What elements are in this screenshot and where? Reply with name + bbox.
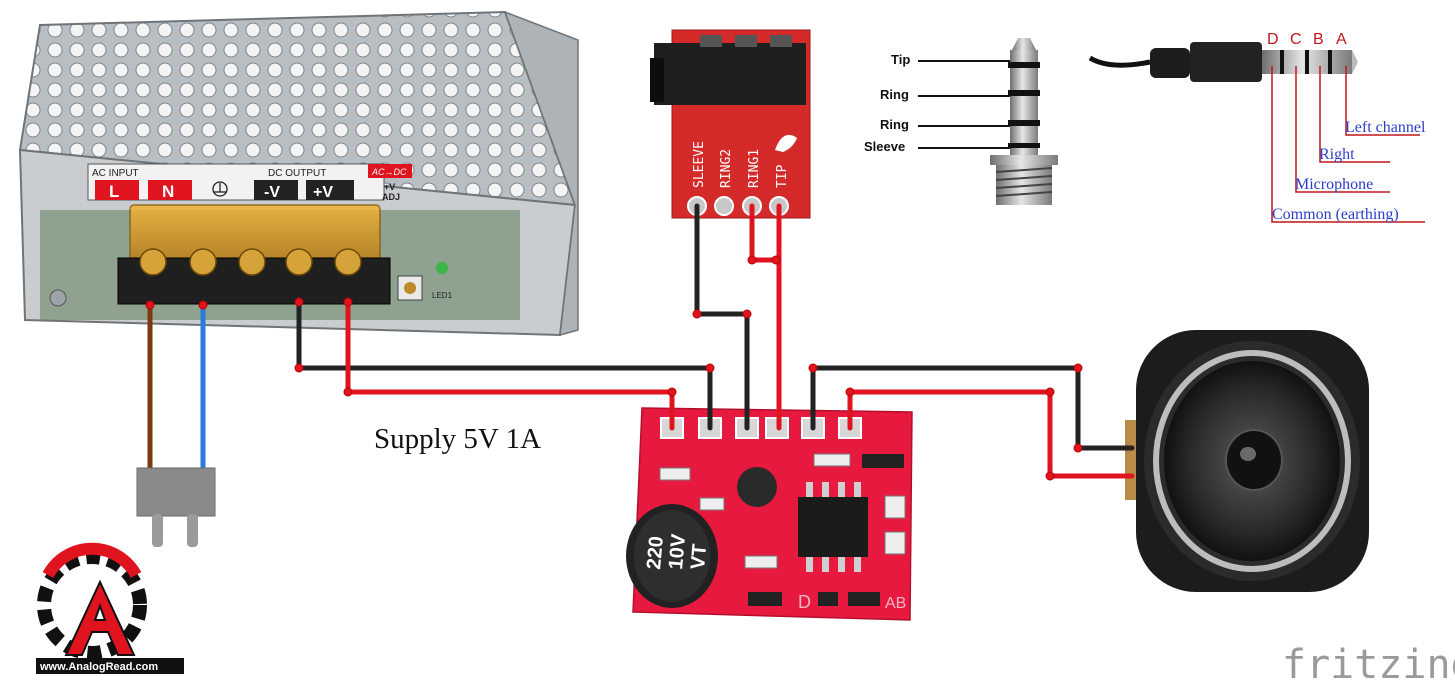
- mains-plug-icon: [136, 467, 216, 517]
- fritzing-watermark: fritzing: [1282, 642, 1455, 688]
- audio-jack-breakout: SLEEVE RING2 RING1 TIP: [650, 29, 811, 219]
- ground-symbol-icon: [212, 181, 228, 197]
- trrs-label-ring-2: Ring: [880, 117, 909, 132]
- breakout-pad-ring2: [714, 196, 734, 216]
- board-silkscreen-ab: AB: [885, 595, 906, 612]
- adj-label-1: +V: [384, 182, 395, 192]
- supply-label: Supply 5V 1A: [374, 423, 541, 455]
- terminal-label-L: L: [109, 182, 119, 201]
- trrs-label-ring-1: Ring: [880, 87, 909, 102]
- pinout-desc-common: Common (earthing): [1272, 206, 1399, 223]
- led-indicator: [436, 262, 448, 274]
- pinout-letter-d: D: [1267, 31, 1279, 48]
- pinout-letter-a: A: [1336, 31, 1347, 48]
- mounting-hole: [737, 467, 777, 507]
- pinout-desc-right: Right: [1319, 146, 1355, 163]
- mains-cable: [136, 305, 216, 547]
- capacitor-text-2: 10V: [665, 532, 690, 570]
- pinout-letter-b: B: [1313, 31, 1324, 48]
- pinout-desc-microphone: Microphone: [1295, 176, 1373, 193]
- breakout-pin-label-sleeve: SLEEVE: [692, 141, 707, 188]
- trrs-label-tip: Tip: [891, 52, 910, 67]
- breakout-pin-label-ring1: RING1: [747, 149, 762, 188]
- speaker: [1125, 330, 1369, 592]
- pinout-letter-c: C: [1290, 31, 1302, 48]
- trrs-label-sleeve: Sleeve: [864, 139, 905, 154]
- analogread-logo: www.AnalogRead.com: [36, 542, 184, 674]
- led-label: LED1: [432, 291, 453, 300]
- board-silkscreen-d: D: [798, 592, 811, 612]
- terminal-screws: [139, 248, 362, 276]
- logo-flame-icon: [775, 134, 797, 152]
- trrs-plug-diagram: Tip Ring Ring Sleeve: [864, 38, 1058, 205]
- jack-socket: [654, 43, 806, 105]
- terminal-label-neg: -V: [264, 184, 280, 201]
- pinout-diagram: D C B A Left channel Right Microphone Co…: [1088, 31, 1426, 223]
- wire-bend-points: [145, 255, 1083, 481]
- amplifier-ic: [798, 497, 868, 557]
- power-supply: AC INPUT DC OUTPUT AC→DC L N -V +V +V AD…: [18, 10, 579, 337]
- breakout-pin-label-ring2: RING2: [719, 149, 734, 188]
- adj-label-2: ADJ: [382, 192, 400, 202]
- pinout-desc-left-channel: Left channel: [1345, 119, 1426, 136]
- breakout-pin-label-tip: TIP: [775, 164, 790, 188]
- terminal-label-N: N: [162, 182, 174, 201]
- ac-input-label: AC INPUT: [92, 168, 139, 179]
- capacitor-text-3: VT: [687, 543, 711, 570]
- terminal-label-pos: +V: [313, 184, 333, 201]
- ac-dc-badge: AC→DC: [371, 167, 407, 177]
- logo-caption: www.AnalogRead.com: [39, 661, 158, 673]
- dc-output-label: DC OUTPUT: [268, 168, 326, 179]
- letter-a-icon: [64, 579, 136, 656]
- amplifier-board: 220 10V VT D AB: [626, 407, 913, 621]
- capacitor-text-1: 220: [643, 535, 668, 570]
